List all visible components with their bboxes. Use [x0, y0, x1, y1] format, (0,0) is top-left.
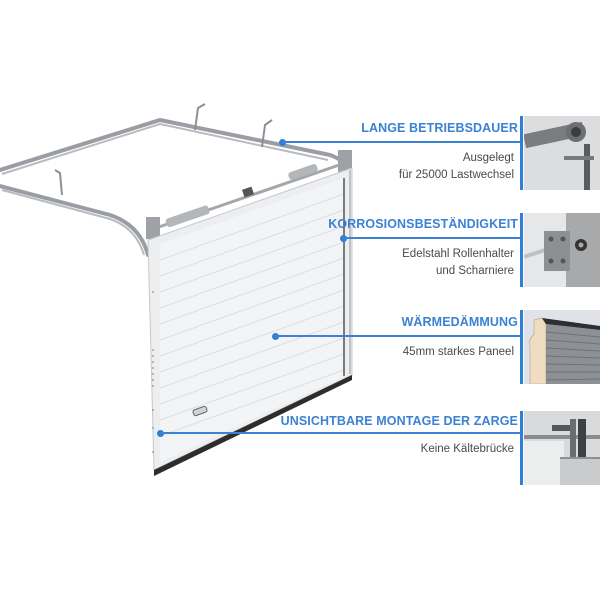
feature-desc-line: Keine Kältebrücke: [420, 443, 514, 455]
feature-desc-corrosion: Edelstahl Rollenhalter und Scharniere: [402, 246, 514, 280]
callout-line-corrosion: [343, 237, 521, 239]
thumbnail-torsion-spring: [524, 116, 600, 190]
callout-line-frame-mounting: [160, 432, 521, 434]
thumbnail-insulated-panel: [524, 310, 600, 384]
feature-title-insulation: WÄRMEDÄMMUNG: [401, 315, 518, 329]
thumbnail-frame-mounting: [524, 411, 600, 485]
feature-desc-line: für 25000 Lastwechsel: [398, 169, 514, 181]
feature-title-longevity: LANGE BETRIEBSDAUER: [361, 121, 518, 135]
callout-line-longevity: [282, 141, 521, 143]
accent-bar: [520, 213, 523, 287]
feature-desc-line: 45mm starkes Paneel: [402, 346, 514, 358]
feature-desc-line: und Scharniere: [436, 265, 514, 277]
accent-bar: [520, 116, 523, 190]
feature-desc-insulation: 45mm starkes Paneel: [403, 344, 514, 361]
feature-desc-longevity: Ausgelegt für 25000 Lastwechsel: [399, 150, 514, 184]
thumbnail-roller-hinge: [524, 213, 600, 287]
feature-desc-line: Edelstahl Rollenhalter: [402, 248, 514, 260]
accent-bar: [520, 411, 523, 485]
accent-bar: [520, 310, 523, 384]
feature-desc-frame-mounting: Keine Kältebrücke: [421, 441, 514, 458]
feature-desc-line: Ausgelegt: [462, 152, 514, 164]
feature-title-corrosion: KORROSIONSBESTÄNDIGKEIT: [328, 217, 518, 231]
callout-line-insulation: [275, 335, 521, 337]
feature-title-frame-mounting: UNSICHTBARE MONTAGE DER ZARGE: [280, 414, 518, 428]
